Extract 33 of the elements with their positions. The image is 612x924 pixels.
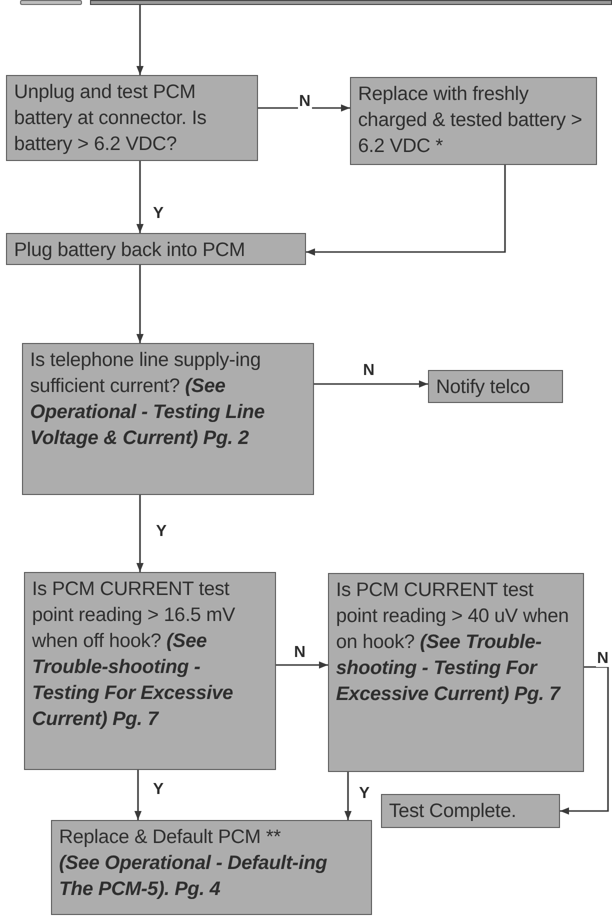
arrow [306,165,506,256]
process-box [381,794,560,828]
arrow [258,104,350,112]
box-text: Is telephone line supply-ing sufficient current? (See Operational - Testing Line Voltage & Current) Pg. 2 [30,348,266,451]
process-box [350,77,597,165]
box-text: Unplug and test PCM battery at connector. Is battery > 6.2 VDC? [14,80,208,157]
box-text: Is PCM CURRENT test point reading > 16.5 mV when off hook? (See Trouble-shooting - Testing For Excessive Current) Pg. 7 [32,577,236,732]
arrow [134,770,142,820]
box-text: Replace & Default PCM ** (See Operational - Default-ing The PCM-5). Pg. 4 [59,825,328,902]
arrow [314,380,428,388]
process-box [6,233,306,265]
edge-label: N [596,651,610,667]
box-text: Replace with freshly charged & tested battery > 6.2 VDC * [358,82,584,159]
arrow [136,495,144,572]
arrow [560,666,609,815]
box-text: Notify telco [436,375,532,400]
edge-label: N [298,94,312,110]
box-text: Test Complete. [389,799,518,824]
arrow [136,5,144,75]
process-box [6,75,258,161]
header-tab [20,0,82,5]
process-box [24,572,276,770]
box-text: Plug battery back into PCM [14,238,246,263]
arrow [136,161,144,233]
box-text: Is PCM CURRENT test point reading > 40 uV when on hook? (See Trouble-shooting - Testing For Excessive Current) Pg. 7 [336,578,570,707]
process-box [328,573,584,772]
process-box [428,370,563,403]
arrow [344,772,352,820]
process-box [22,343,314,495]
process-box [51,820,372,915]
arrow [136,265,144,343]
header-bar [90,0,612,5]
arrow [276,661,328,669]
